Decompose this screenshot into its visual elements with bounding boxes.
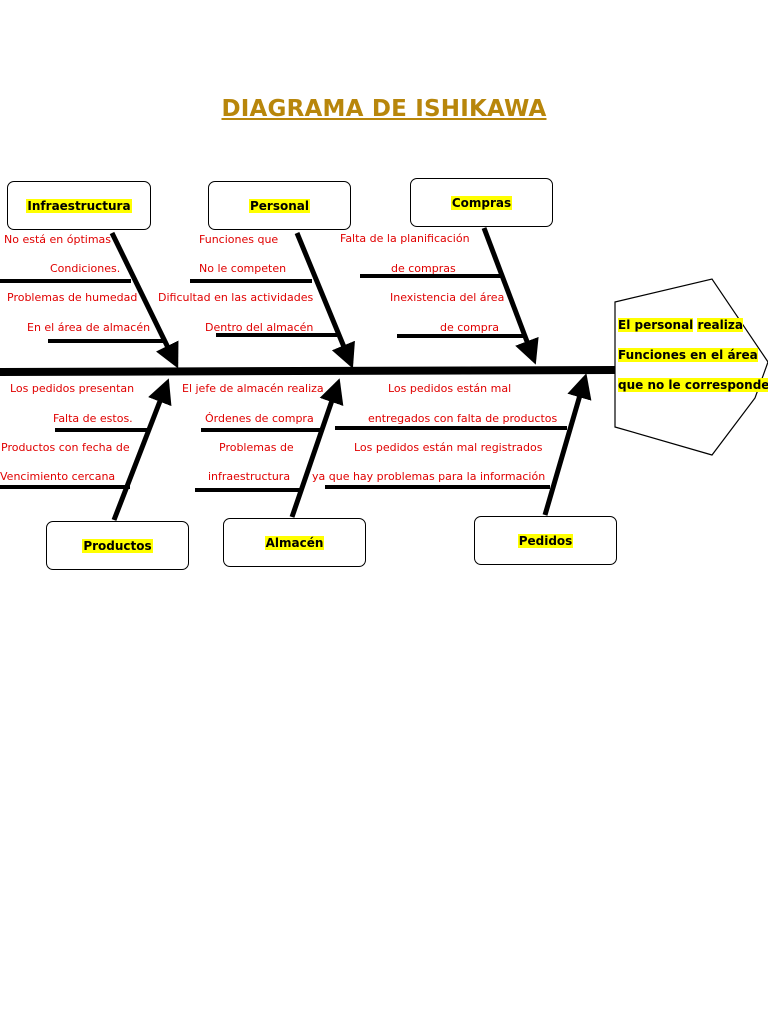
- category-label-personal: Personal: [249, 198, 310, 213]
- cause-text: Falta de la planificación: [340, 232, 470, 245]
- cause-text: Productos con fecha de: [1, 441, 130, 454]
- cause-text: Problemas de humedad: [7, 291, 138, 304]
- cause-text: Los pedidos presentan: [10, 382, 135, 395]
- effect-line-3: que no le corresponde.: [618, 378, 768, 392]
- cause-text: de compra: [440, 321, 499, 334]
- category-label-almacen: Almacén: [264, 535, 325, 550]
- cause-text: Funciones que: [199, 233, 279, 246]
- category-label-infraestructura: Infraestructura: [26, 198, 132, 213]
- effect-line-1b: realiza: [697, 318, 743, 332]
- bone-compras: [481, 227, 539, 365]
- bone-infraestructura: [109, 231, 179, 369]
- cause-text: El jefe de almacén realiza: [182, 382, 324, 395]
- category-label-productos: Productos: [82, 538, 153, 553]
- bone-productos: [111, 378, 172, 521]
- cause-text: infraestructura: [208, 470, 291, 483]
- cause-text: Los pedidos están mal registrados: [354, 441, 543, 454]
- category-label-pedidos: Pedidos: [517, 533, 574, 548]
- bone-almacen: [289, 378, 344, 518]
- cause-text: Falta de estos.: [53, 412, 133, 425]
- effect-line-2-text: Funciones en el área: [618, 348, 758, 362]
- cause-text: entregados con falta de productos: [368, 412, 558, 425]
- cause-text: de compras: [391, 262, 456, 275]
- bone-personal: [294, 232, 355, 369]
- category-label-compras: Compras: [450, 195, 513, 210]
- cause-text: Órdenes de compra: [205, 412, 314, 425]
- category-box-personal: Personal: [208, 181, 351, 230]
- category-box-compras: Compras: [410, 178, 553, 227]
- cause-text: En el área de almacén: [27, 321, 151, 334]
- category-box-almacen: Almacén: [223, 518, 366, 567]
- cause-text: No está en óptimas: [4, 233, 112, 246]
- category-box-pedidos: Pedidos: [474, 516, 617, 565]
- effect-line-1a: El personal: [618, 318, 694, 332]
- effect-line-2: Funciones en el área: [618, 348, 768, 362]
- cause-text: Vencimiento cercana: [0, 470, 116, 483]
- cause-text: Condiciones.: [50, 262, 121, 275]
- category-box-infraestructura: Infraestructura: [7, 181, 151, 230]
- cause-text: Los pedidos están mal: [388, 382, 512, 395]
- effect-line-1: El personal realiza: [618, 318, 768, 332]
- effect-line-3-text: que no le corresponde.: [618, 378, 768, 392]
- category-box-productos: Productos: [46, 521, 189, 570]
- cause-text: Problemas de: [219, 441, 294, 454]
- cause-text: ya que hay problemas para la información: [312, 470, 546, 483]
- cause-text: Inexistencia del área: [390, 291, 505, 304]
- cause-text: Dentro del almacén: [205, 321, 314, 334]
- spine-line: [0, 366, 616, 376]
- bone-pedidos: [542, 373, 592, 516]
- cause-text: Dificultad en las actividades: [158, 291, 314, 304]
- effect-text: El personal realiza Funciones en el área…: [618, 318, 768, 408]
- page-title: DIAGRAMA DE ISHIKAWA: [221, 96, 547, 122]
- cause-text: No le competen: [199, 262, 287, 275]
